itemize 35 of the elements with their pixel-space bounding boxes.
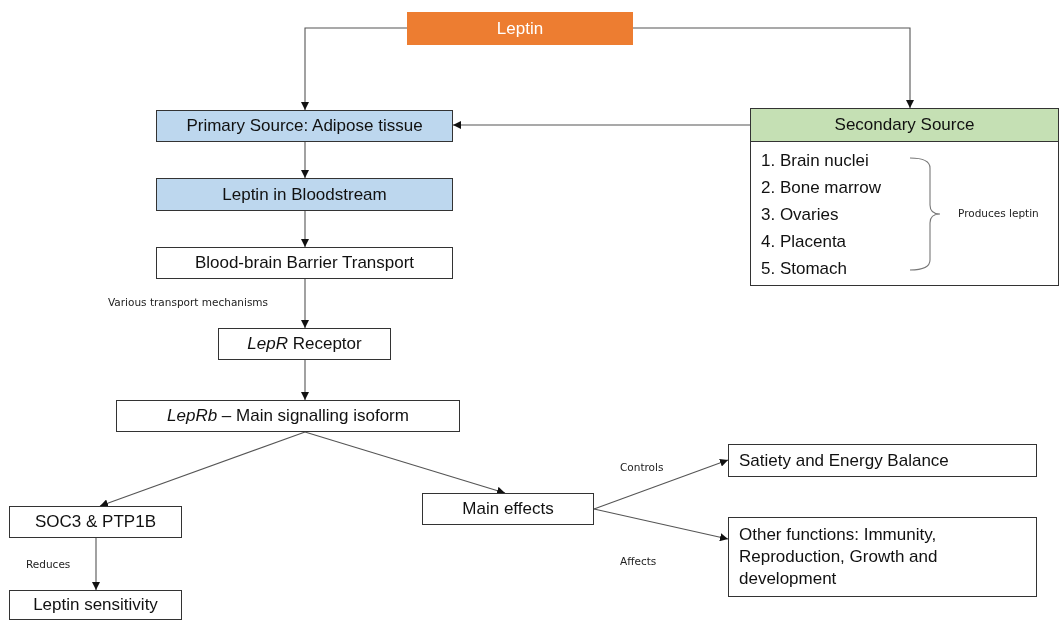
process-box: LepRb – Main signalling isoform xyxy=(116,400,460,432)
arrow xyxy=(452,121,751,129)
list-item: 5. Stomach xyxy=(761,258,847,280)
process-box: Leptin sensitivity xyxy=(9,590,182,620)
arrow xyxy=(301,359,309,401)
header-box: Secondary Source xyxy=(750,108,1059,142)
process-box: LepR Receptor xyxy=(218,328,391,360)
process-box: Blood-brain Barrier Transport xyxy=(156,247,453,279)
arrow xyxy=(92,537,100,591)
process-box: SOC3 & PTP1B xyxy=(9,506,182,538)
process-box: Main effects xyxy=(422,493,594,525)
arrow xyxy=(593,508,729,542)
list-item: 4. Placenta xyxy=(761,231,847,253)
process-box: Satiety and Energy Balance xyxy=(728,444,1037,477)
process-box: Primary Source: Adipose tissue xyxy=(156,110,453,142)
edge-label: Controls xyxy=(620,461,664,473)
brace-label: Produces leptin xyxy=(958,207,1039,219)
list-item: 2. Bone marrow xyxy=(761,177,881,199)
arrow xyxy=(632,27,914,109)
arrow xyxy=(301,210,309,248)
arrow xyxy=(304,431,506,495)
arrow xyxy=(99,431,306,508)
list-box xyxy=(750,142,1059,286)
process-box: Leptin in Bloodstream xyxy=(156,178,453,211)
edge-label: Various transport mechanisms xyxy=(108,296,269,308)
edge-label: Reduces xyxy=(26,558,71,570)
title-box: Leptin xyxy=(407,12,633,45)
arrow xyxy=(301,278,309,329)
process-box: Other functions: Immunity, Reproduction, Growth and development xyxy=(728,517,1037,597)
arrow xyxy=(301,27,408,111)
list-item: 3. Ovaries xyxy=(761,204,839,226)
list-item: 1. Brain nuclei xyxy=(761,150,869,172)
arrow xyxy=(593,459,729,510)
arrow xyxy=(301,141,309,179)
edge-label: Affects xyxy=(620,555,657,567)
